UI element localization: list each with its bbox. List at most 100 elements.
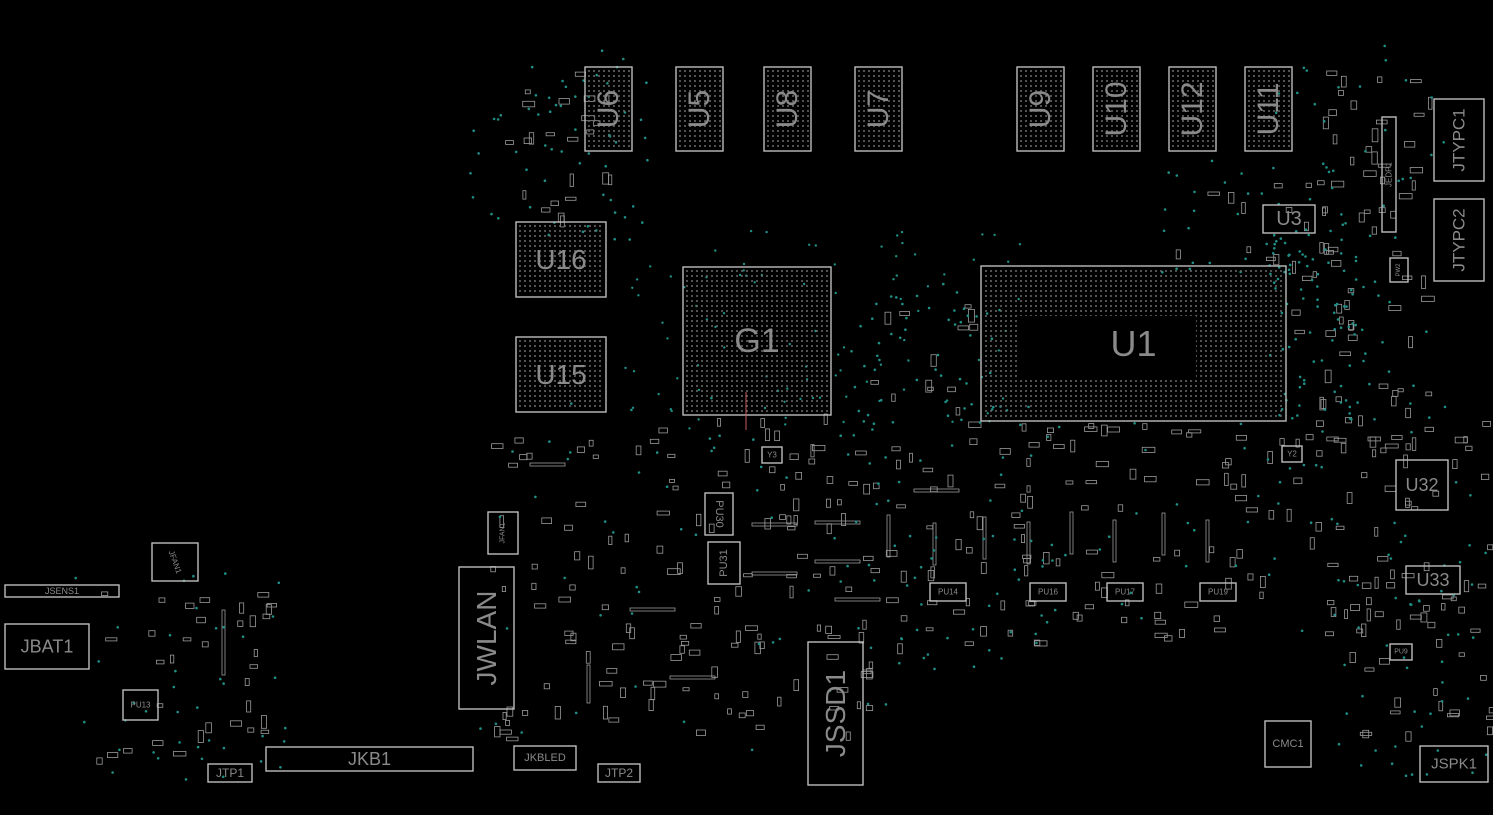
via <box>1299 288 1303 291</box>
smd-part <box>185 602 195 609</box>
smd-part <box>1205 519 1210 563</box>
component-u15[interactable]: U15 <box>515 336 607 413</box>
smd-part <box>586 129 595 135</box>
via <box>492 117 496 121</box>
smd-part <box>1482 420 1491 427</box>
smd-part <box>1384 485 1397 492</box>
smd-part <box>650 686 656 701</box>
component-jtp1[interactable]: JTP1 <box>207 763 253 783</box>
via <box>897 480 901 484</box>
component-u1[interactable]: U1 <box>980 265 1287 422</box>
via <box>1186 521 1190 525</box>
component-u33[interactable]: U33 <box>1405 565 1461 595</box>
component-jtypc2[interactable]: JTYPC2 <box>1433 198 1485 282</box>
via <box>1409 176 1412 180</box>
via <box>1330 517 1334 521</box>
smd-part <box>205 722 212 734</box>
via <box>1302 378 1306 382</box>
component-jtypc1[interactable]: JTYPC1 <box>1433 98 1485 182</box>
component-jtp2[interactable]: JTP2 <box>597 763 641 783</box>
component-jfan1[interactable]: JFAN1 <box>487 511 519 555</box>
component-pu13[interactable]: PU13 <box>122 689 159 721</box>
smd-part <box>930 566 935 579</box>
smd-part <box>1391 396 1397 407</box>
component-jsens1[interactable]: JSENS1 <box>4 584 120 598</box>
smd-part <box>925 379 933 393</box>
smd-part <box>1266 256 1276 262</box>
via <box>1029 454 1033 457</box>
via <box>1364 150 1367 153</box>
component-u16[interactable]: U16 <box>515 221 607 298</box>
vias-layer <box>74 44 1488 781</box>
smd-part <box>836 687 849 693</box>
via <box>1343 663 1346 667</box>
component-label: U15 <box>535 359 586 390</box>
via <box>975 315 978 318</box>
via <box>842 420 845 424</box>
via <box>1339 326 1343 330</box>
component-u9[interactable]: U9 <box>1016 66 1065 152</box>
smd-part <box>795 471 802 480</box>
smd-part <box>1350 100 1358 110</box>
component-jspk1[interactable]: JSPK1 <box>1419 745 1489 783</box>
smd-part <box>239 602 245 614</box>
component-jkbled[interactable]: JKBLED <box>513 745 577 771</box>
via <box>602 193 605 197</box>
via <box>1244 257 1247 261</box>
via <box>214 627 218 630</box>
component-u7[interactable]: U7 <box>854 66 903 152</box>
via <box>1446 633 1450 637</box>
component-pw2[interactable]: PW2 <box>1389 257 1409 283</box>
component-u12[interactable]: U12 <box>1168 66 1217 152</box>
smd-part <box>980 562 987 574</box>
via <box>1441 681 1444 684</box>
component-u3[interactable]: U3 <box>1262 204 1316 234</box>
via <box>900 230 904 234</box>
component-g1[interactable]: G1 <box>682 266 832 416</box>
component-jbat1[interactable]: JBAT1 <box>4 623 90 670</box>
component-jedp1[interactable]: JEDP1 <box>1381 116 1397 233</box>
component-u5[interactable]: U5 <box>675 66 724 152</box>
component-pu14[interactable]: PU14 <box>929 582 967 602</box>
component-pu30[interactable]: PU30 <box>704 492 734 536</box>
component-pu19[interactable]: PU19 <box>1199 582 1237 602</box>
component-u8[interactable]: U8 <box>763 66 812 152</box>
via <box>574 95 577 98</box>
via <box>657 392 660 396</box>
via <box>1281 347 1285 351</box>
smd-part <box>947 386 956 393</box>
component-pu31[interactable]: PU31 <box>707 541 741 585</box>
smd-part <box>1344 300 1350 310</box>
via <box>628 238 631 241</box>
component-label: Y3 <box>767 451 777 460</box>
component-u10[interactable]: U10 <box>1092 66 1141 152</box>
via <box>1368 382 1371 386</box>
via <box>574 711 578 715</box>
component-pu9[interactable]: PU9 <box>1389 643 1413 661</box>
via <box>669 408 672 411</box>
component-u11[interactable]: U11 <box>1244 66 1293 152</box>
smd-part <box>508 462 519 468</box>
via <box>1308 197 1312 201</box>
smd-part <box>717 418 722 427</box>
component-jssd1[interactable]: JSSD1 <box>807 641 864 786</box>
via <box>1418 599 1421 603</box>
smd-part <box>826 523 832 535</box>
component-jkb1[interactable]: JKB1 <box>265 746 474 772</box>
via <box>604 164 607 168</box>
via <box>1440 660 1444 663</box>
component-jfan1[interactable]: JFAN1 <box>151 542 199 582</box>
component-jwlan[interactable]: JWLAN <box>458 566 515 710</box>
via <box>927 306 931 310</box>
via <box>1274 287 1277 290</box>
component-pu17[interactable]: PU17 <box>1106 582 1144 602</box>
component-y2[interactable]: Y2 <box>1281 445 1303 463</box>
via <box>1273 247 1276 250</box>
component-y3[interactable]: Y3 <box>761 446 783 464</box>
component-pu16[interactable]: PU16 <box>1029 582 1067 602</box>
component-u6[interactable]: U6 <box>584 66 633 152</box>
component-u32[interactable]: U32 <box>1395 459 1449 511</box>
via <box>550 148 553 151</box>
component-cmc1[interactable]: CMC1 <box>1264 720 1312 768</box>
